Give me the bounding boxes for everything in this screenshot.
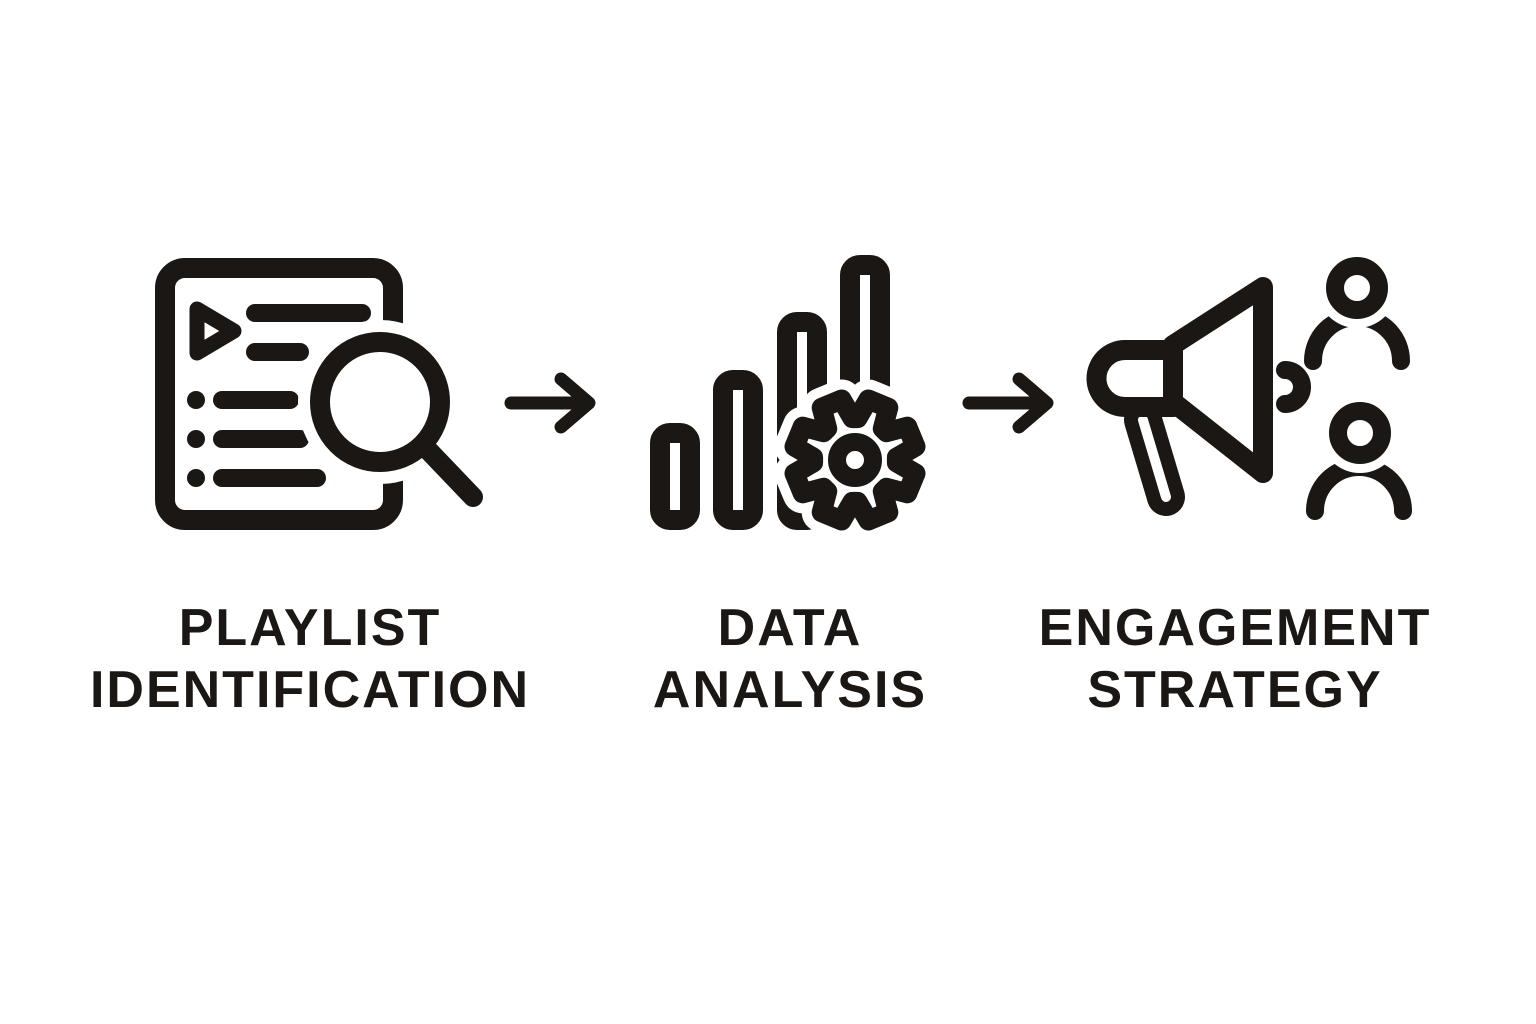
chart-bar	[713, 370, 763, 530]
step-label-line: PLAYLIST	[178, 599, 442, 657]
megaphone-back	[1086, 340, 1183, 417]
person-shoulders	[1306, 458, 1412, 520]
bar-chart-gear-icon	[650, 255, 936, 541]
gear-hole	[828, 433, 882, 487]
person-head	[1326, 257, 1388, 319]
step-label-engagement-strategy: ENGAGEMENT STRATEGY	[975, 597, 1495, 721]
step-label-line: STRATEGY	[1087, 661, 1383, 719]
arrow-right-icon	[962, 372, 1054, 434]
megaphone-audience-icon	[1086, 248, 1412, 520]
bullet-dot	[187, 391, 205, 409]
bullet-dot	[187, 430, 205, 448]
step-label-line: ANALYSIS	[652, 661, 928, 719]
magnifier-lens	[310, 332, 450, 472]
arrow-right-icon	[504, 372, 596, 434]
bullet-dot	[187, 469, 205, 487]
megaphone-handle-core	[1138, 415, 1171, 502]
step-label-line: IDENTIFICATION	[89, 661, 531, 719]
sound-wave-icon	[1276, 361, 1311, 413]
play-icon	[189, 301, 242, 361]
megaphone-cone	[1163, 277, 1273, 483]
step-label-data-analysis: DATA ANALYSIS	[530, 597, 1050, 721]
step-label-line: ENGAGEMENT	[1038, 599, 1432, 657]
step-label-playlist-identification: PLAYLIST IDENTIFICATION	[50, 597, 570, 721]
step-label-line: DATA	[717, 599, 863, 657]
chart-bar	[650, 423, 700, 530]
person-head	[1329, 402, 1391, 464]
magnifier-handle	[419, 441, 483, 507]
playlist-search-icon	[155, 258, 483, 530]
